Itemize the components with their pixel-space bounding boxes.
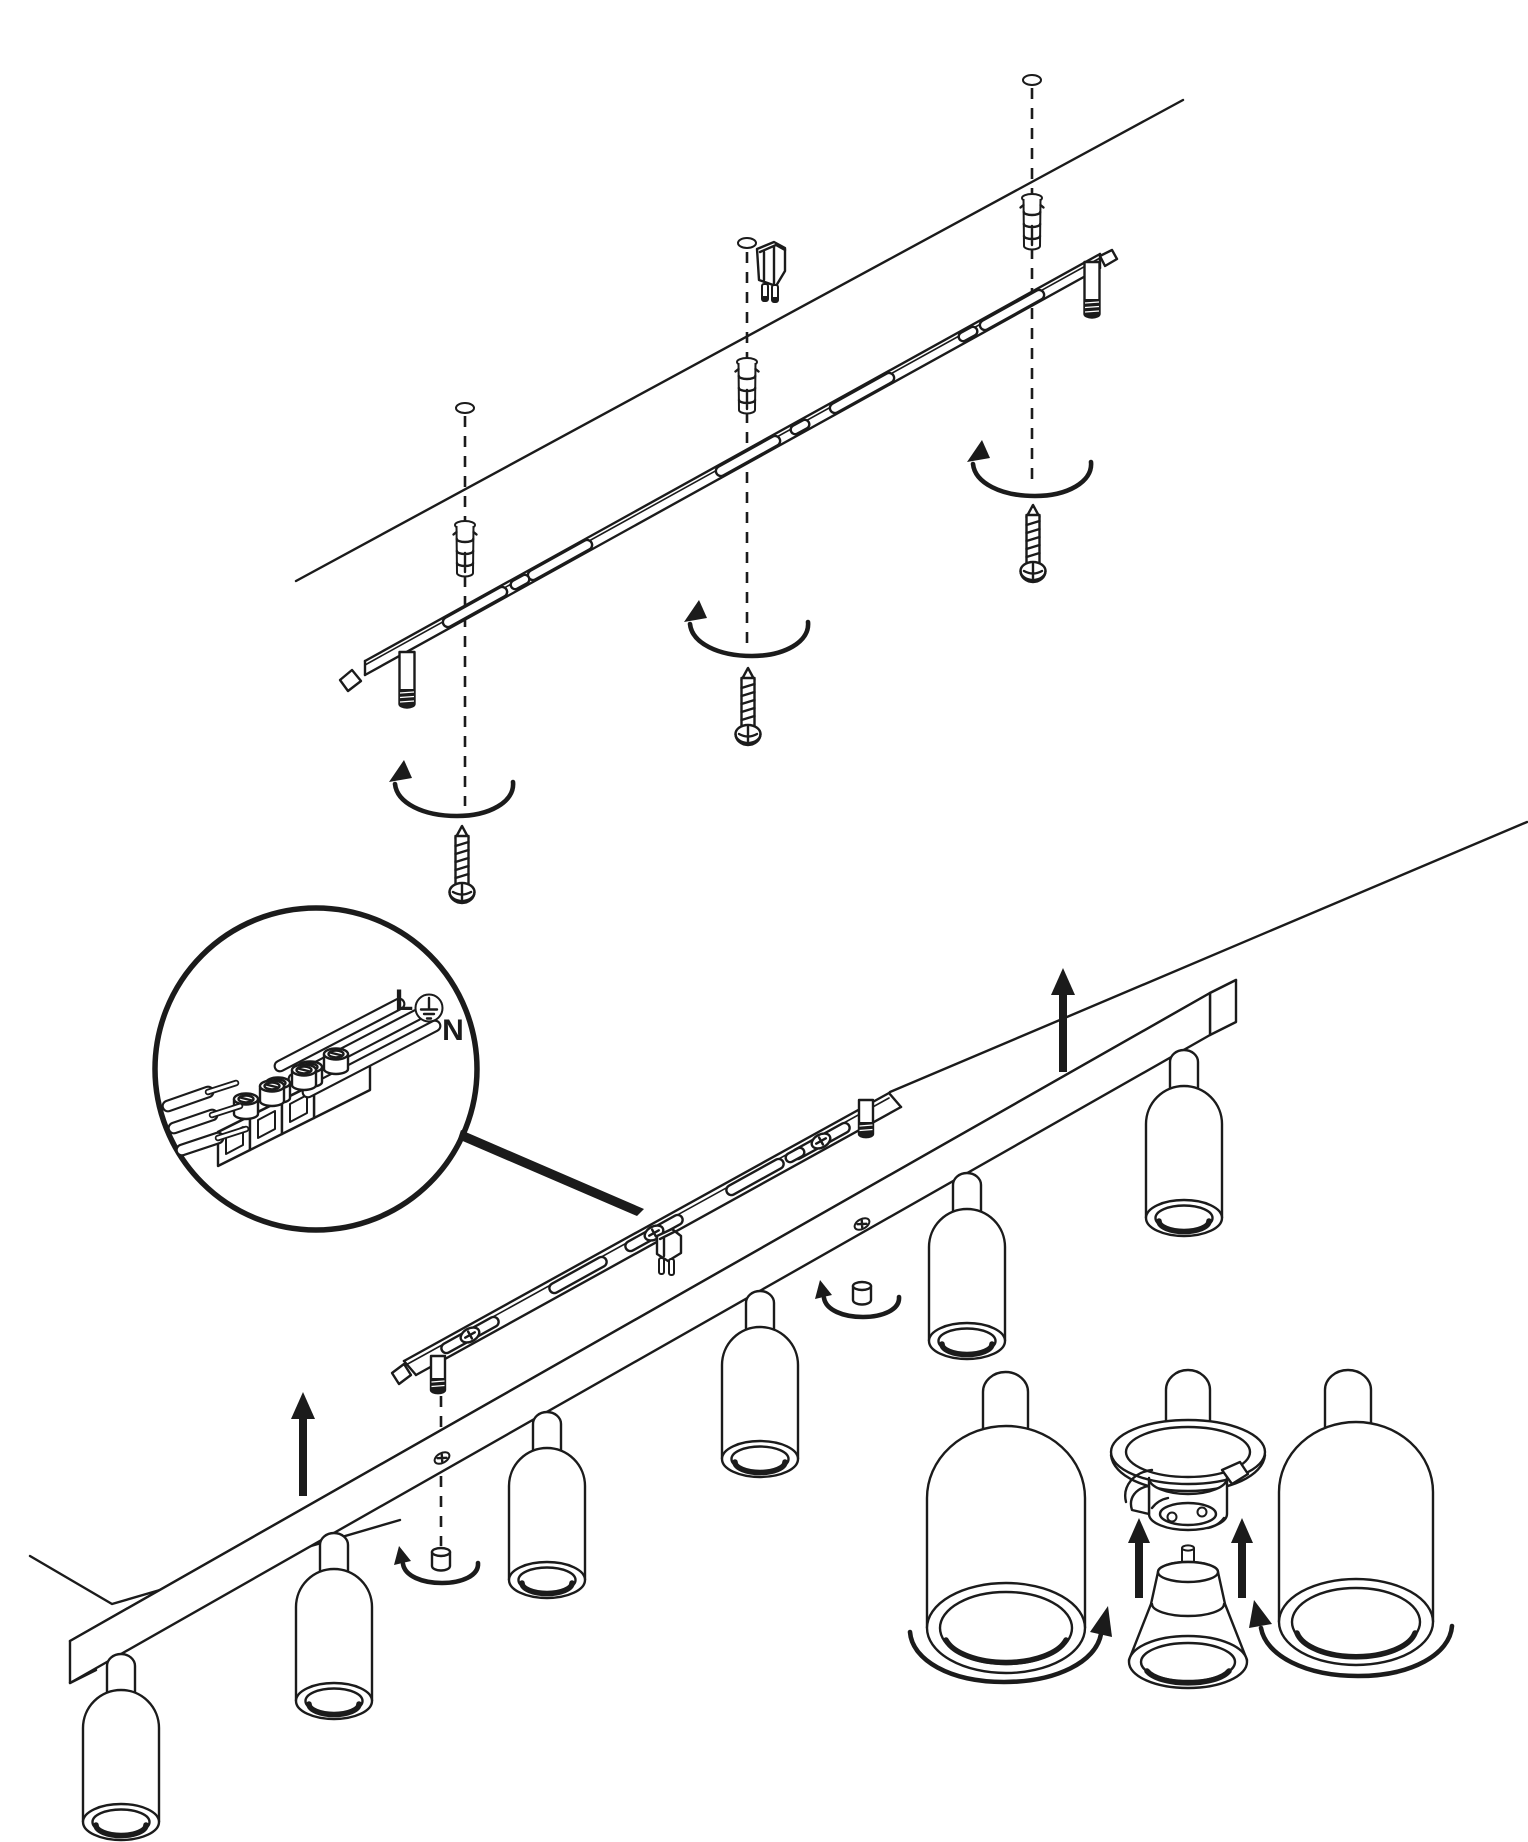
rotation-arrow-icon (967, 440, 1091, 496)
rotation-arrow-icon (1258, 1623, 1455, 1679)
threaded-stud-icon (429, 1354, 447, 1395)
ceiling-line (888, 820, 1528, 1094)
terminal-screw (290, 1063, 318, 1092)
rail-slot (976, 286, 1048, 334)
spotlight-icon (509, 1412, 585, 1598)
rail-slot (439, 583, 511, 631)
wall-plug-icon (452, 519, 478, 578)
spotlight-icon (929, 1173, 1005, 1359)
terminal-screw (258, 1079, 286, 1108)
shade-body (1277, 1420, 1435, 1622)
spotlight-icon (83, 1654, 159, 1840)
rail-hole (787, 417, 813, 437)
live-label: L (395, 984, 413, 1017)
bar-front-face (68, 991, 1212, 1685)
wall-plug-icon (734, 356, 760, 415)
tapping-screw-icon (1019, 503, 1047, 584)
mounting-rail (338, 248, 1119, 709)
tapping-screw-icon (734, 666, 762, 747)
gu10-bulb-icon (1127, 1544, 1249, 1690)
shade-body (925, 1424, 1087, 1628)
rail-hole (955, 324, 981, 344)
rotation-arrow-icon (684, 600, 808, 656)
rail-hole (507, 572, 533, 592)
up-arrow-icon (1231, 1518, 1253, 1598)
terminal-screw (322, 1047, 350, 1076)
spotlight-icon (296, 1533, 372, 1719)
rotation-arrow-head (1090, 1606, 1112, 1637)
threaded-stud-icon (398, 650, 416, 709)
shade-cylinder-icon (907, 1370, 1112, 1685)
rotation-arrow-icon (907, 1629, 1104, 1685)
magnifier-pointer-line (458, 1130, 644, 1216)
rail-slot (826, 369, 898, 417)
shade-cylinder-icon (1249, 1368, 1455, 1679)
ceiling-hole-icon (1022, 74, 1042, 86)
wiring-detail-circle: L N (152, 905, 644, 1233)
socket-pin-hole (1196, 1506, 1208, 1518)
rail-end-tab (390, 1362, 413, 1386)
neutral-label: N (442, 1014, 464, 1047)
bar-end-face (1208, 978, 1238, 1037)
ceiling-line (294, 98, 1185, 583)
tapping-screw-icon (448, 824, 476, 905)
cap-nut-icon (851, 1280, 873, 1306)
bulb-pin (1181, 1544, 1195, 1552)
socket-pin-hole (1166, 1511, 1178, 1523)
shade-neck (1164, 1368, 1212, 1430)
fixture-bar (68, 978, 1238, 1685)
step2-wire-and-fix-bar: L N (28, 820, 1528, 1840)
terminal-wire-port (289, 1094, 308, 1123)
socket-yoke (1220, 1460, 1250, 1486)
mounting-rail-installed (390, 1091, 903, 1395)
ceiling-hole-icon (455, 402, 475, 414)
shade-neck (981, 1370, 1030, 1438)
threaded-stud-icon (857, 1098, 875, 1139)
rotation-arrow-icon (389, 760, 513, 816)
wall-plug-icon (1019, 192, 1045, 251)
rail-end-tab (1098, 248, 1119, 268)
shade-neck (1323, 1368, 1373, 1428)
rail-slot (524, 536, 596, 584)
terminal-wire-port (257, 1110, 276, 1139)
cable-clamp-icon (655, 1227, 683, 1276)
spotlight-icon (722, 1291, 798, 1477)
spotlight-icon (1146, 1050, 1222, 1236)
supply-wires-icon (161, 1079, 250, 1157)
gu10-socket-icon (1124, 1460, 1250, 1532)
cap-nut-icon (430, 1546, 452, 1572)
canopy-icon (1109, 1418, 1267, 1493)
up-arrow-icon (1128, 1518, 1150, 1598)
up-arrow-icon (291, 1392, 315, 1496)
gu10-socket-assembly (1109, 1368, 1267, 1532)
step1-mount-rail (294, 74, 1185, 905)
step3-bulb-and-shade (907, 1368, 1455, 1690)
up-arrow-icon (1051, 968, 1075, 1072)
threaded-stud-icon (1083, 260, 1101, 319)
cable-clamp-icon (755, 240, 787, 303)
socket-lever (1129, 1484, 1151, 1516)
protective-earth-icon (414, 993, 444, 1023)
ceiling-hole-icon (737, 237, 757, 249)
rail-end-tab (338, 668, 363, 693)
rotation-arrow-head (1249, 1600, 1272, 1628)
